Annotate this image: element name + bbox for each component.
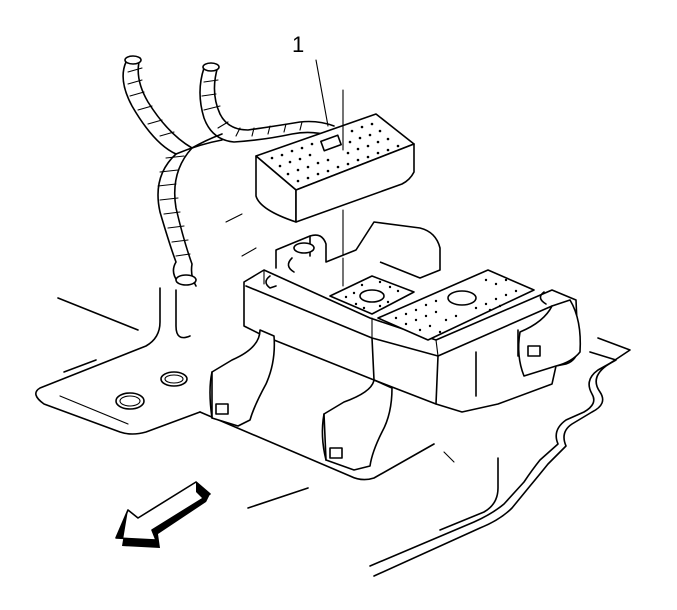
plug-pin-holes [270,122,400,183]
wiring-harness [122,55,335,287]
mounting-feet [209,257,582,471]
callout-number: 1 [292,32,305,57]
connector-plug [255,113,415,223]
connector-header [243,221,579,413]
socket-pin-holes-left [344,280,400,310]
socket-pin-holes-right [394,278,518,334]
floor-panel [35,213,631,577]
alignment-lines [315,59,344,287]
front-direction-arrow [115,481,211,548]
